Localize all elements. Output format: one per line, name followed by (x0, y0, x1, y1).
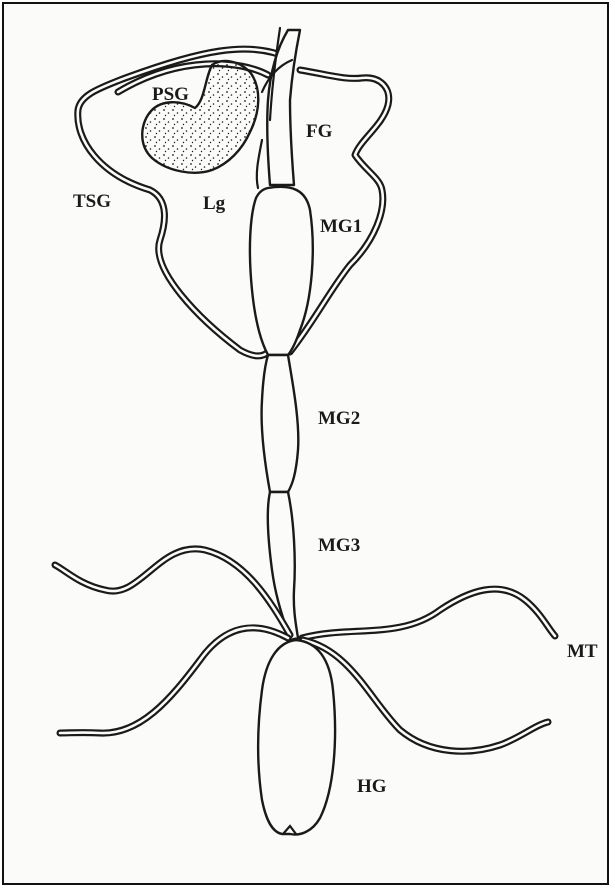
principal-salivary-gland (142, 61, 258, 173)
label-lg: Lg (203, 193, 226, 214)
label-tsg: TSG (73, 191, 111, 212)
hindgut (258, 640, 335, 834)
lg-duct (257, 140, 262, 188)
label-fg: FG (306, 121, 333, 142)
label-psg: PSG (152, 84, 189, 105)
label-mg2: MG2 (318, 408, 360, 429)
label-hg: HG (357, 776, 387, 797)
label-mg3: MG3 (318, 535, 360, 556)
midgut-2 (262, 355, 299, 492)
label-mt: MT (567, 641, 598, 662)
label-mg1: MG1 (320, 216, 362, 237)
